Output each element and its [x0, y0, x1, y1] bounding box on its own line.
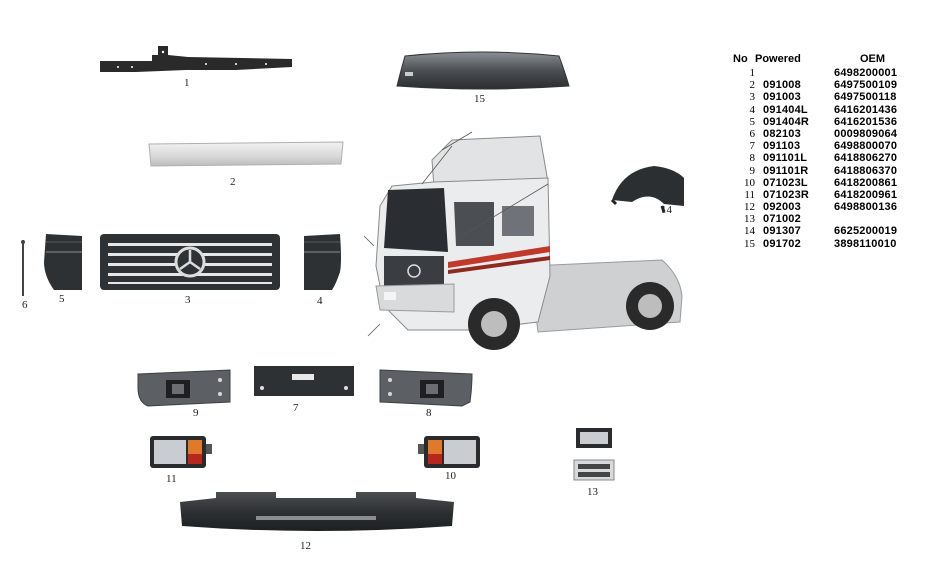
label-part-6: 6 — [22, 299, 28, 311]
cell-oem: 6416201436 — [834, 103, 898, 116]
label-part-15: 15 — [474, 93, 485, 105]
header-no: No — [733, 53, 748, 65]
table-row: 2 091008 6497500109 — [733, 79, 938, 91]
cell-no: 6 — [749, 127, 756, 140]
table-row: 15 091702 3898110010 — [733, 238, 938, 250]
label-part-14: 14 — [661, 204, 672, 216]
label-part-12: 12 — [300, 540, 311, 552]
cell-powered: 091404R — [763, 115, 810, 128]
table-row: 4 091404L 6416201436 — [733, 104, 938, 116]
table-row: 7 091103 6498800070 — [733, 140, 938, 152]
part-12-bumper — [180, 492, 454, 531]
cell-oem: 6498800070 — [834, 140, 898, 153]
cell-oem: 6497500118 — [834, 91, 897, 104]
cell-powered: 091404L — [763, 103, 808, 116]
part-6-rod — [21, 240, 25, 296]
part-1-bracket-bar — [100, 46, 292, 72]
cell-powered: 091008 — [763, 79, 801, 92]
cell-powered: 091307 — [763, 225, 801, 238]
label-part-13: 13 — [587, 486, 598, 498]
table-header: No Powered OEM — [733, 53, 938, 67]
label-part-1: 1 — [184, 77, 190, 89]
cell-no: 5 — [749, 115, 756, 128]
cell-oem: 6497500109 — [834, 79, 898, 92]
cell-powered: 091003 — [763, 91, 801, 104]
table-row: 1 6498200001 — [733, 67, 938, 79]
table-row: 5 091404R 6416201536 — [733, 116, 938, 128]
part-5-corner-panel — [44, 234, 82, 290]
cell-powered: 091101L — [763, 152, 808, 165]
header-powered: Powered — [755, 53, 801, 65]
cell-oem: 6416201536 — [834, 115, 898, 128]
part-9-headlamp-housing — [137, 369, 231, 407]
label-part-2: 2 — [230, 176, 236, 188]
table-row: 11 071023R 6418200961 — [733, 189, 938, 201]
cell-powered: 091702 — [763, 237, 801, 250]
cell-no: 8 — [749, 152, 756, 165]
part-11-headlamp — [150, 436, 212, 468]
label-part-3: 3 — [185, 294, 191, 306]
cell-no: 13 — [744, 213, 755, 226]
cell-oem: 6418200861 — [834, 176, 898, 189]
cell-no: 1 — [749, 67, 756, 79]
cell-oem: 0009809064 — [834, 127, 898, 140]
label-part-5: 5 — [59, 293, 65, 305]
table-row: 10 071023L 6418200861 — [733, 177, 938, 189]
cell-no: 15 — [744, 237, 755, 250]
label-part-4: 4 — [317, 295, 323, 307]
cell-no: 3 — [749, 91, 756, 104]
table-row: 8 091101L 6418806270 — [733, 152, 938, 164]
header-oem: OEM — [860, 53, 886, 65]
cell-no: 10 — [744, 176, 755, 189]
cell-no: 9 — [749, 164, 756, 177]
part-2-panel — [148, 141, 344, 167]
label-part-7: 7 — [293, 402, 299, 414]
cell-oem: 6625200019 — [834, 225, 898, 238]
table-row: 9 091101R 6418806370 — [733, 165, 938, 177]
part-13-fog-lamp — [573, 428, 615, 481]
cell-powered: 071023R — [763, 188, 810, 201]
cell-powered: 092003 — [763, 201, 801, 214]
cell-oem: 6418806370 — [834, 164, 898, 177]
table-row: 14 091307 6625200019 — [733, 225, 938, 237]
cell-oem: 3898110010 — [834, 237, 897, 250]
part-4-corner-panel — [304, 234, 341, 290]
part-10-headlamp — [418, 436, 480, 468]
label-part-10: 10 — [445, 470, 456, 482]
label-part-8: 8 — [426, 407, 432, 419]
table-row: 12 092003 6498800136 — [733, 201, 938, 213]
cell-no: 2 — [749, 79, 756, 92]
label-part-11: 11 — [166, 473, 177, 485]
cell-no: 14 — [744, 225, 755, 238]
cell-no: 12 — [744, 201, 755, 214]
part-3-grille — [100, 234, 280, 290]
cell-no: 4 — [749, 103, 756, 116]
table-row: 3 091003 6497500118 — [733, 91, 938, 103]
cell-powered: 091103 — [763, 140, 801, 153]
part-7-center-bracket — [254, 366, 354, 396]
cell-oem: 6418200961 — [834, 188, 898, 201]
cell-oem: 6498800136 — [834, 201, 898, 214]
table-row: 6 082103 0009809064 — [733, 128, 938, 140]
cell-powered: 071002 — [763, 213, 801, 226]
truck-illustration — [363, 131, 683, 350]
cell-powered: 082103 — [763, 127, 801, 140]
cell-oem: 6498200001 — [834, 67, 898, 79]
cell-oem: 6418806270 — [834, 152, 898, 165]
part-14-fender — [610, 166, 684, 213]
cell-powered: 071023L — [763, 176, 808, 189]
part-15-sun-visor — [396, 51, 570, 90]
table-row: 13 071002 — [733, 213, 938, 225]
label-part-9: 9 — [193, 407, 199, 419]
cell-no: 11 — [744, 188, 755, 201]
cell-powered: 091101R — [763, 164, 809, 177]
cell-no: 7 — [749, 140, 756, 153]
part-8-headlamp-housing — [379, 369, 473, 407]
